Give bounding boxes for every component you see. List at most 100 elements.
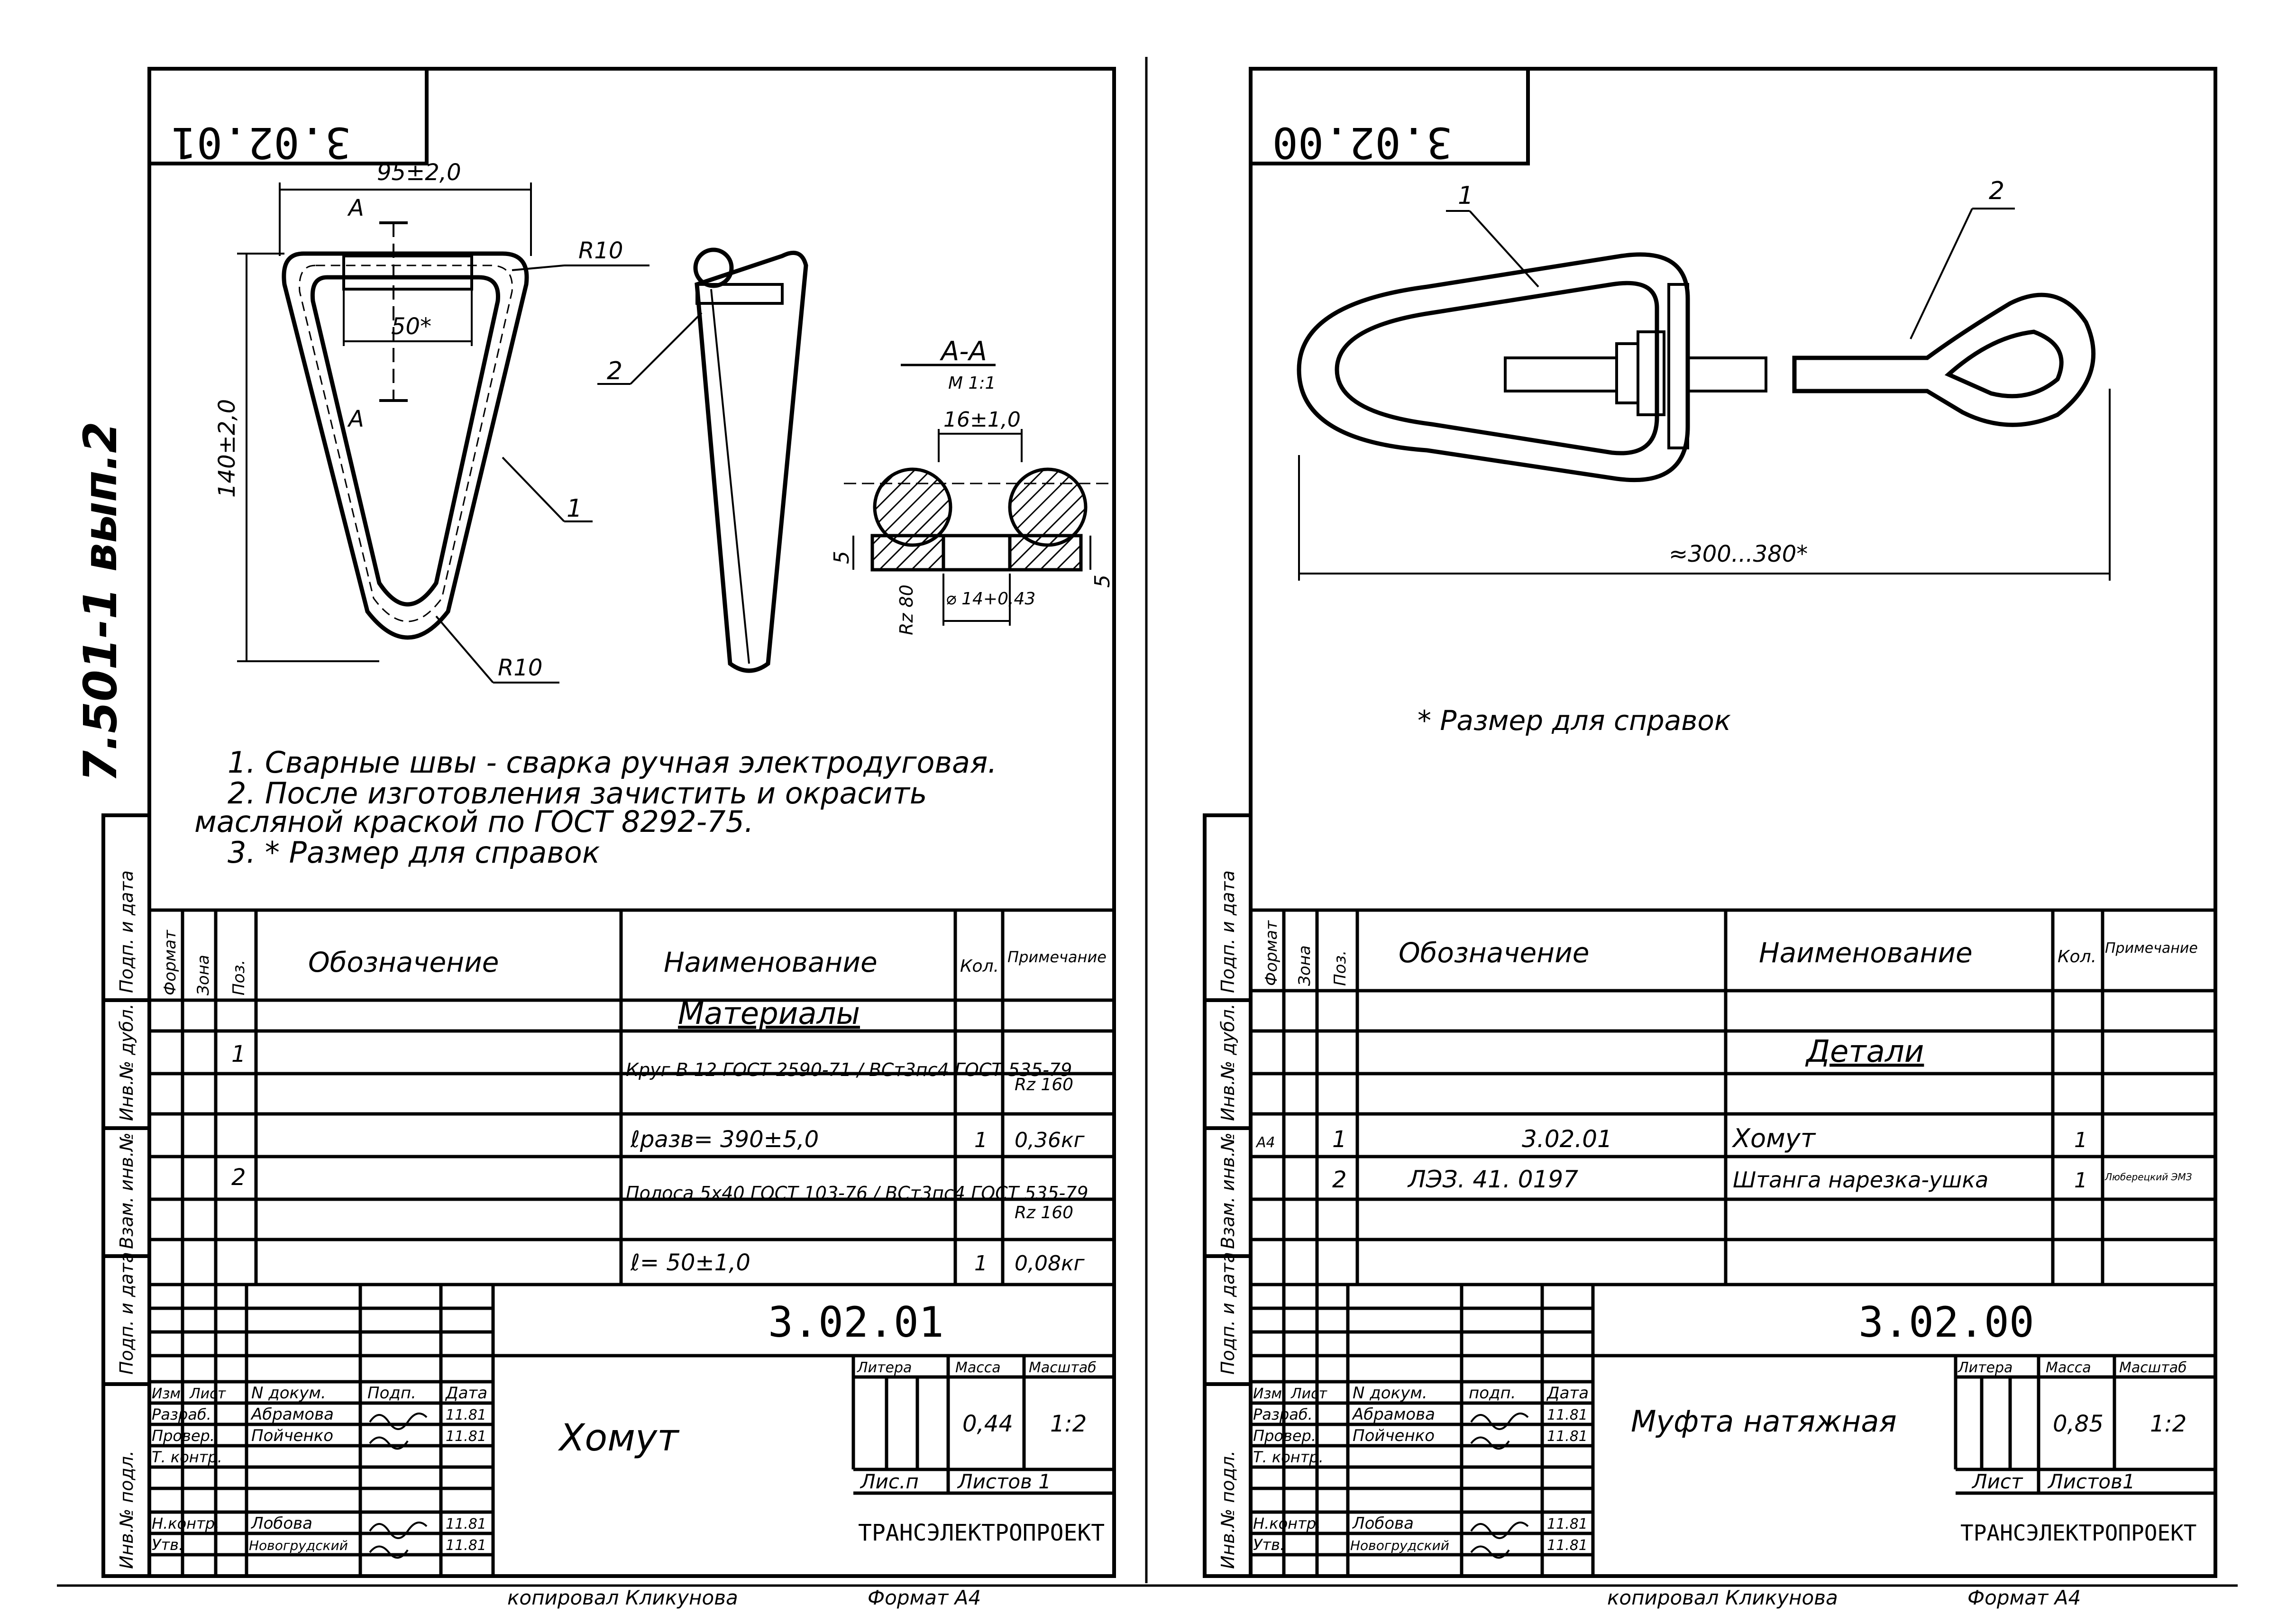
left-row3-pos: 2	[231, 1164, 246, 1191]
left-bottom-credit: копировал Кликунова	[507, 1586, 738, 1609]
right-note-1: * Размер для справок	[1418, 704, 1731, 737]
left-row1-name: Круг В 12 ГОСТ 2590-71 / ВСт3пс4 ГОСТ 53…	[626, 1059, 1072, 1080]
left-sig1-date: 11.81	[446, 1407, 486, 1423]
left-hdr-designation: Обозначение	[308, 946, 499, 978]
right-sig2-name: Пойченко	[1353, 1426, 1435, 1445]
right-sig1-date: 11.81	[1547, 1407, 1588, 1423]
left-sig1-role: Разраб.	[152, 1405, 211, 1423]
dim-r-top: R10	[578, 237, 623, 264]
left-doc-code: 3.02.01	[768, 1298, 944, 1347]
left-sig2-role: Провер.	[152, 1427, 215, 1445]
right-hdr-zone: Зона	[1295, 945, 1314, 986]
side-label-r0: Инв.№ подл.	[1217, 1450, 1238, 1569]
coupling-assembly-view	[1297, 208, 2111, 581]
left-sig5-role: Н.контр.	[152, 1514, 220, 1532]
right-title-block-grid	[1249, 1283, 2217, 1578]
left-hdr-qty: Кол.	[960, 957, 999, 976]
right-sheet-label: Лист	[1971, 1470, 2023, 1493]
side-label-4: Подп. и дата	[116, 870, 137, 993]
dim-inner-width: 50*	[391, 313, 431, 340]
right-mass-hdr: Масса	[2046, 1359, 2091, 1376]
left-mass-hdr: Масса	[955, 1359, 1001, 1376]
left-hdr-note: Примечание	[1007, 948, 1107, 966]
right-spec-table-grid	[1249, 908, 2217, 1286]
dim-width: 95±2,0	[377, 159, 461, 186]
dim-r-bottom: R10	[498, 655, 542, 681]
right-sig2-date: 11.81	[1547, 1428, 1588, 1445]
left-row2-qty: 1	[974, 1128, 988, 1152]
left-sig3-role: Т. контр.	[152, 1448, 222, 1466]
left-bottom-format: Формат А4	[868, 1586, 981, 1609]
side-label-3: Инв.№ дубл.	[116, 1003, 137, 1121]
left-title-block-grid	[147, 1283, 1116, 1578]
left-title: Хомут	[558, 1417, 680, 1459]
section-a-a	[844, 364, 1109, 626]
left-note-3: масляной краской по ГОСТ 8292-75.	[194, 804, 754, 839]
left-hdr-pos: Поз.	[229, 960, 248, 995]
right-bottom-credit: копировал Кликунова	[1607, 1586, 1838, 1609]
section-title: А-А	[940, 336, 987, 367]
side-label-0: Инв.№ подл.	[116, 1450, 137, 1569]
right-stamp-box	[1249, 67, 1530, 165]
right-mass: 0,85	[2053, 1411, 2104, 1437]
left-sig5-name: Лобова	[250, 1514, 312, 1533]
right-scale: 1:2	[2150, 1411, 2186, 1437]
left-sig-h-role: Изм. Лист	[152, 1386, 227, 1402]
dim-height: 140±2,0	[214, 399, 240, 498]
right-sig-h-role: Изм. Лист	[1253, 1386, 1328, 1402]
left-sig-h-date: Дата	[445, 1384, 487, 1403]
left-row1-note: Rz 160	[1015, 1075, 1073, 1094]
side-label-r4: Подп. и дата	[1217, 870, 1238, 993]
right-stamp-code: 3.02.00	[1272, 118, 1452, 167]
signatures	[369, 1413, 1529, 1559]
left-stamp-box	[147, 67, 429, 165]
left-sig-h-name: N докум.	[251, 1384, 326, 1403]
right-dim-overall: ≈300...380*	[1669, 541, 1808, 567]
side-label-1: Подп. и дата	[116, 1252, 137, 1375]
left-row2-note: 0,36кг	[1015, 1128, 1085, 1152]
right-sig6-date: 11.81	[1547, 1537, 1588, 1554]
side-label-2: Взам. инв.№	[116, 1132, 137, 1249]
left-row4-name: ℓ= 50±1,0	[630, 1249, 750, 1276]
right-sig-h-date: Дата	[1546, 1384, 1589, 1403]
left-sig6-name: Новогрудский	[249, 1538, 348, 1553]
cut-a-top: A	[347, 195, 364, 221]
clamp-front-view	[237, 182, 703, 684]
left-litera-hdr: Литера	[857, 1359, 912, 1376]
series-label: 7.501-1 вып.2	[74, 421, 127, 782]
left-sig6-role: Утв.	[152, 1536, 183, 1554]
left-sig2-date: 11.81	[446, 1428, 486, 1445]
right-sig6-role: Утв.	[1253, 1536, 1285, 1554]
right-row1-pos: 1	[1332, 1126, 1347, 1153]
left-row4-qty: 1	[974, 1251, 988, 1276]
side-label-r2: Взам. инв.№	[1217, 1132, 1238, 1249]
right-hdr-pos: Поз.	[1331, 950, 1350, 986]
right-row1-name: Хомут	[1731, 1123, 1816, 1153]
right-hdr-note: Примечание	[2105, 940, 2198, 957]
right-hdr-qty: Кол.	[2058, 947, 2096, 967]
right-sheet-frame	[1249, 67, 2217, 1578]
right-sig5-role: Н.контр.	[1253, 1514, 1321, 1532]
right-hdr-format: Формат	[1262, 920, 1281, 986]
left-sheet-label: Лис.п	[860, 1470, 919, 1493]
left-note-2: 2. После изготовления зачистить и окраси…	[228, 776, 927, 811]
right-sig-h-sign: подп.	[1469, 1384, 1516, 1403]
left-sig6-date: 11.81	[446, 1537, 486, 1554]
side-label-r1: Подп. и дата	[1217, 1252, 1238, 1375]
right-sig5-date: 11.81	[1547, 1516, 1588, 1532]
left-hdr-name: Наименование	[664, 946, 878, 978]
left-sig-h-sign: Подп.	[367, 1384, 416, 1403]
right-org: ТРАНСЭЛЕКТРОПРОЕКТ	[1960, 1520, 2197, 1546]
right-sig-h-name: N докум.	[1353, 1384, 1427, 1403]
side-label-r3: Инв.№ дубл.	[1217, 1003, 1238, 1121]
right-hdr-name: Наименование	[1759, 937, 1973, 969]
right-row1-code: 3.02.01	[1522, 1125, 1612, 1153]
left-row2-name: ℓразв= 390±5,0	[630, 1126, 819, 1153]
right-row2-note: Люберецкий ЭМЗ	[2104, 1171, 2192, 1183]
right-row1-qty: 1	[2074, 1128, 2087, 1152]
left-row3-note: Rz 160	[1015, 1203, 1073, 1222]
left-stamp-code: 3.02.01	[171, 118, 351, 167]
cut-a-bottom: A	[347, 406, 364, 432]
right-doc-code: 3.02.00	[1858, 1298, 2034, 1347]
